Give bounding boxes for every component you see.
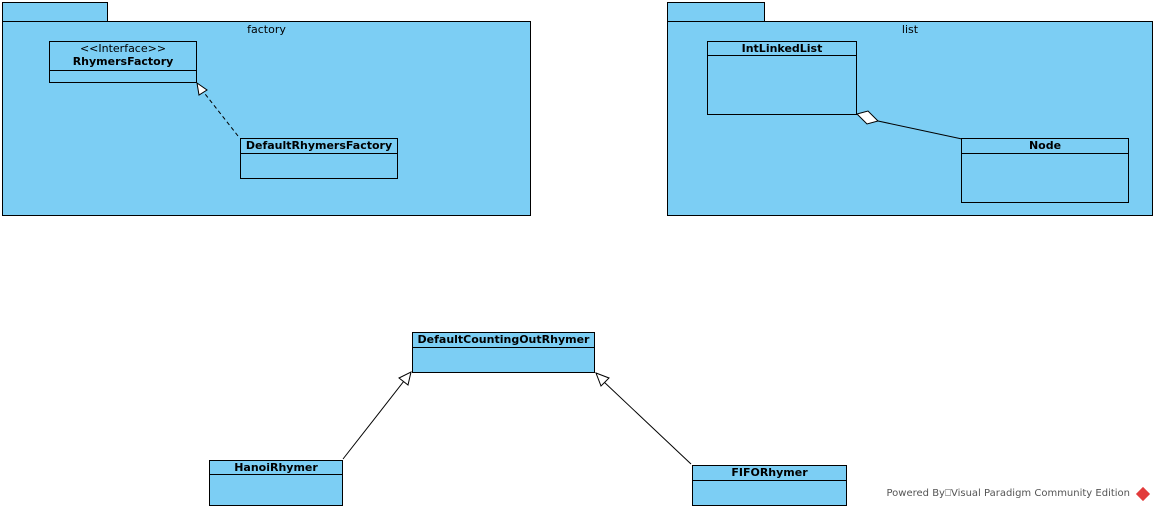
package-name-list: list xyxy=(901,23,919,36)
aggregation-diamond xyxy=(856,110,879,125)
class-rhymers-factory[interactable]: <<Interface>> RhymersFactory xyxy=(49,41,197,83)
package-name-factory: factory xyxy=(247,23,286,36)
powered-by-footer: Powered By⎕Visual Paradigm Community Edi… xyxy=(886,486,1151,501)
footer-text: Powered By⎕Visual Paradigm Community Edi… xyxy=(886,488,1131,499)
class-default-rhymers-factory[interactable]: DefaultRhymersFactory xyxy=(240,138,398,179)
visual-paradigm-logo-icon xyxy=(1135,486,1151,501)
aggregation-line xyxy=(877,120,963,140)
class-name: FIFORhymer xyxy=(731,466,808,479)
class-node[interactable]: Node xyxy=(961,138,1129,203)
generalization-line-hanoi xyxy=(342,380,405,460)
class-name: DefaultCountingOutRhymer xyxy=(417,333,590,346)
class-name: IntLinkedList xyxy=(741,42,823,55)
class-name: DefaultRhymersFactory xyxy=(245,139,393,152)
class-int-linked-list[interactable]: IntLinkedList xyxy=(707,41,857,115)
generalization-arrowhead-hanoi xyxy=(398,371,412,386)
class-name: HanoiRhymer xyxy=(234,461,318,474)
class-name: Node xyxy=(1028,139,1062,152)
class-name: RhymersFactory xyxy=(72,55,174,68)
class-default-counting-out-rhymer[interactable]: DefaultCountingOutRhymer xyxy=(412,332,595,373)
generalization-arrowhead-fifo xyxy=(595,372,610,387)
class-fifo-rhymer[interactable]: FIFORhymer xyxy=(692,465,847,506)
realization-arrowhead xyxy=(196,81,208,96)
realization-line xyxy=(201,89,239,137)
stereotype-label: <<Interface>> xyxy=(79,42,167,55)
generalization-line-fifo xyxy=(602,380,692,465)
class-hanoi-rhymer[interactable]: HanoiRhymer xyxy=(209,460,343,506)
